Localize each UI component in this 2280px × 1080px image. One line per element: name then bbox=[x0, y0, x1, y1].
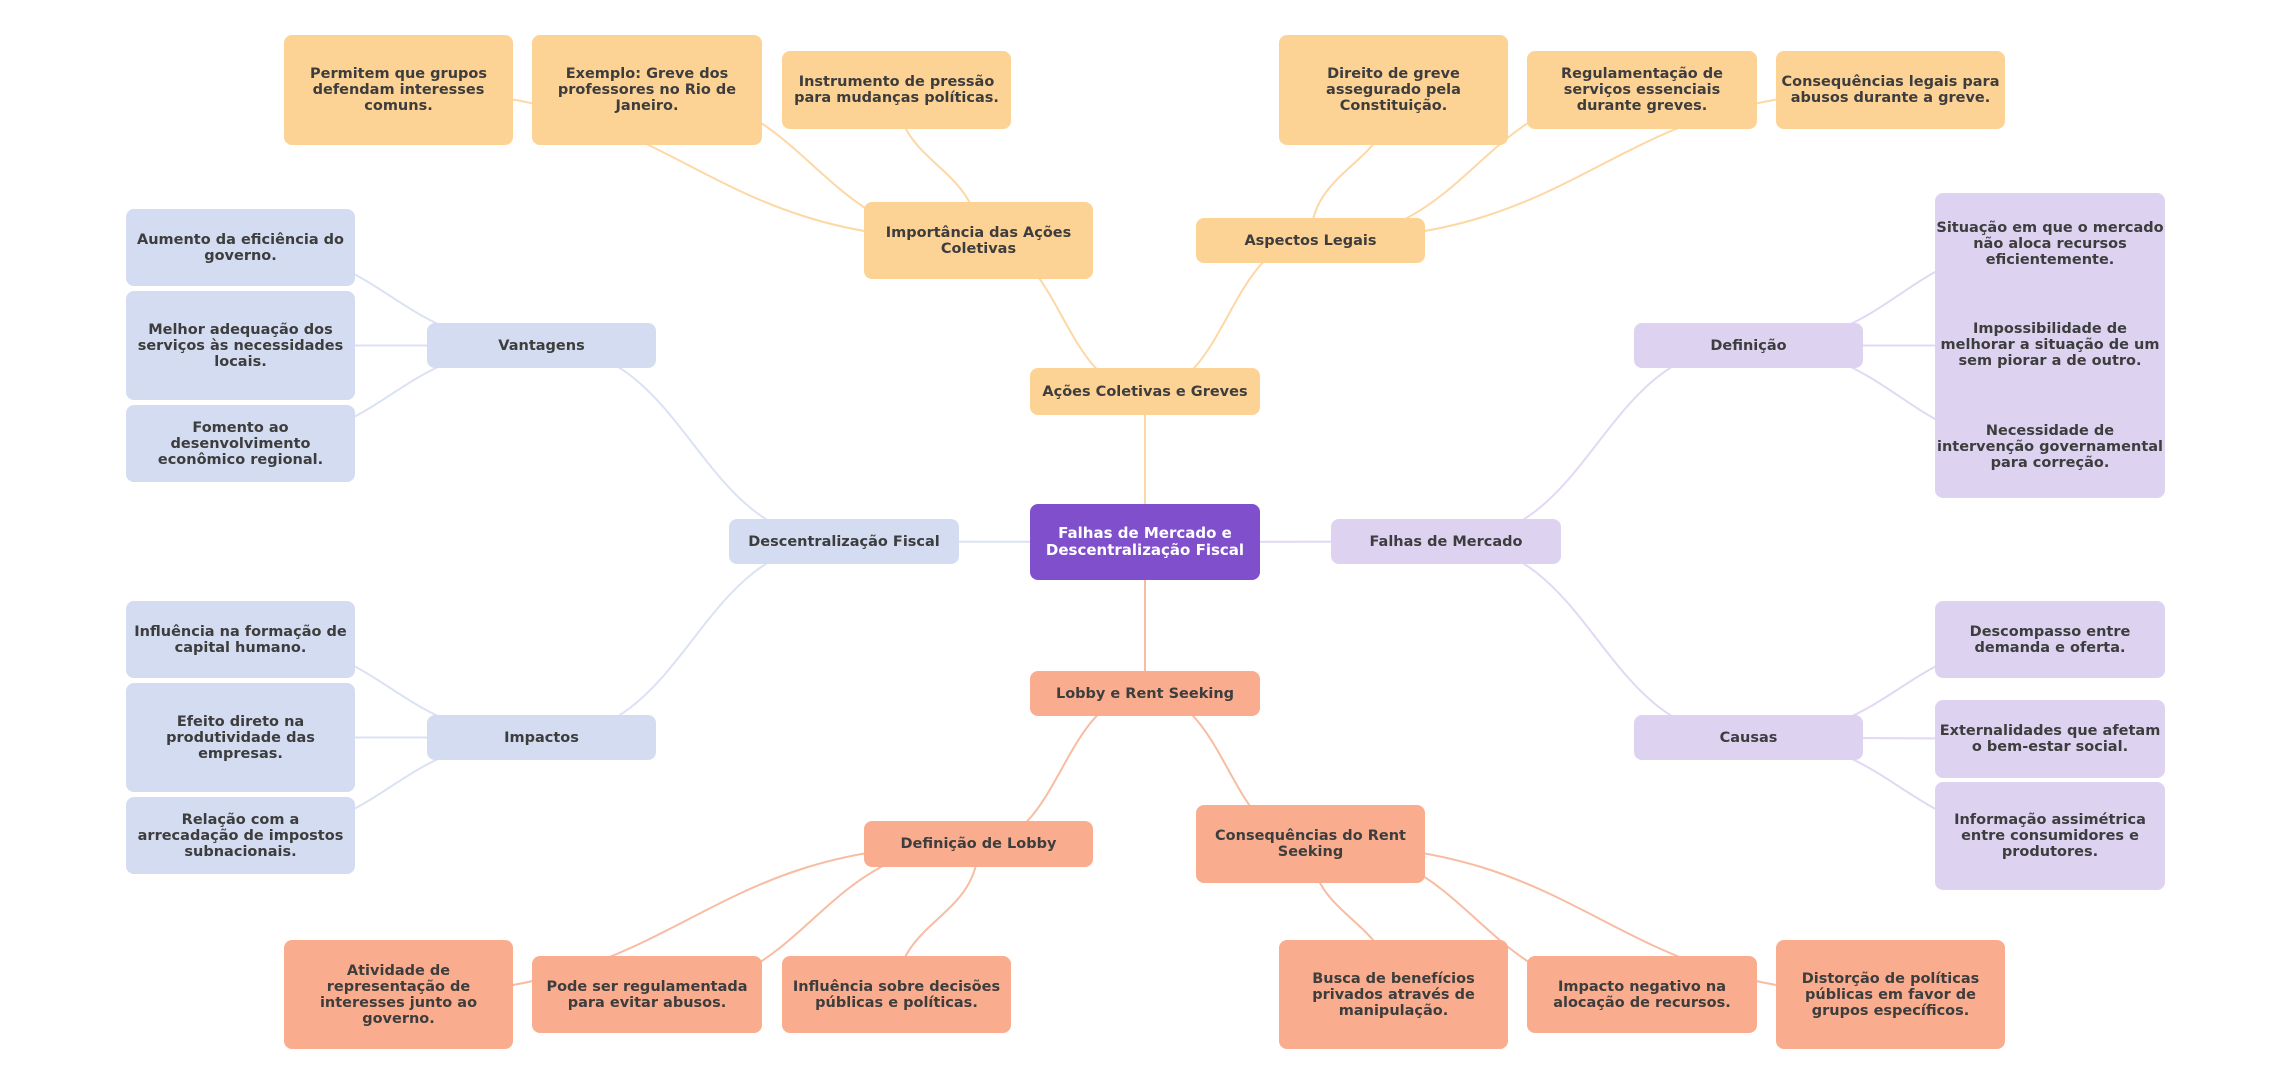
leaf-group-definicao: Situação em que o mercado não aloca recu… bbox=[1935, 193, 2165, 498]
leaf-node[interactable]: Busca de benefícios privados através de … bbox=[1279, 940, 1508, 1049]
branch-label: Lobby e Rent Seeking bbox=[1055, 685, 1235, 702]
leaf-node[interactable]: Influência sobre decisões públicas e pol… bbox=[782, 956, 1011, 1033]
leaf-node[interactable]: Exemplo: Greve dos professores no Rio de… bbox=[532, 35, 762, 145]
leaf-label: Pode ser regulamentada para evitar abuso… bbox=[546, 978, 748, 1011]
leaf-label: Externalidades que afetam o bem-estar so… bbox=[1939, 723, 2161, 755]
connector-edge bbox=[1445, 540, 1749, 739]
topic-consequencias-rent-seeking[interactable]: Consequências do Rent Seeking bbox=[1196, 805, 1425, 883]
branch-label: Falhas de Mercado bbox=[1369, 533, 1523, 550]
topic-impactos[interactable]: Impactos bbox=[427, 715, 656, 760]
leaf-node[interactable]: Pode ser regulamentada para evitar abuso… bbox=[532, 956, 762, 1033]
leaf-label: Regulamentação de serviços essenciais du… bbox=[1560, 66, 1724, 114]
leaf-label: Descompasso entre demanda e oferta. bbox=[1969, 623, 2131, 656]
connector-edge bbox=[1445, 344, 1749, 543]
leaf-node[interactable]: Fomento ao desenvolvimento econômico reg… bbox=[126, 405, 355, 482]
root-node[interactable]: Falhas de Mercado e Descentralização Fis… bbox=[1030, 504, 1260, 580]
leaf-label[interactable]: Impossibilidade de melhorar a situação d… bbox=[1940, 321, 2160, 370]
leaf-node[interactable]: Atividade de representação de interesses… bbox=[284, 940, 513, 1049]
branch-acoes-coletivas[interactable]: Ações Coletivas e Greves bbox=[1030, 368, 1260, 415]
topic-label: Vantagens bbox=[498, 337, 585, 354]
topic-label: Definição bbox=[1710, 337, 1787, 354]
topic-label: Impactos bbox=[504, 729, 579, 746]
topic-label: Aspectos Legais bbox=[1244, 232, 1377, 249]
branch-falhas-de-mercado[interactable]: Falhas de Mercado bbox=[1331, 519, 1561, 564]
topic-aspectos-legais[interactable]: Aspectos Legais bbox=[1196, 218, 1425, 263]
leaf-label: Direito de greve assegurado pela Constit… bbox=[1326, 66, 1461, 114]
leaf-node[interactable]: Descompasso entre demanda e oferta. bbox=[1935, 601, 2165, 678]
leaf-node[interactable]: Informação assimétrica entre consumidore… bbox=[1935, 782, 2165, 890]
topic-definicao-lobby[interactable]: Definição de Lobby bbox=[864, 821, 1093, 867]
leaf-label[interactable]: Situação em que o mercado não aloca recu… bbox=[1936, 219, 2164, 268]
leaf-label[interactable]: Necessidade de intervenção governamental… bbox=[1936, 423, 2164, 472]
leaf-label: Exemplo: Greve dos professores no Rio de… bbox=[557, 66, 737, 114]
leaf-label: Influência sobre decisões públicas e pol… bbox=[792, 978, 1001, 1011]
leaf-node[interactable]: Distorção de políticas públicas em favor… bbox=[1776, 940, 2005, 1049]
leaf-label: Busca de benefícios privados através de … bbox=[1312, 970, 1475, 1019]
leaf-node[interactable]: Influência na formação de capital humano… bbox=[126, 601, 355, 678]
leaf-label: Fomento ao desenvolvimento econômico reg… bbox=[157, 419, 324, 468]
leaf-node[interactable]: Relação com a arrecadação de impostos su… bbox=[126, 797, 355, 874]
leaf-node[interactable]: Externalidades que afetam o bem-estar so… bbox=[1935, 700, 2165, 778]
connector-edge bbox=[541, 540, 845, 739]
leaf-label: Melhor adequação dos serviços às necessi… bbox=[137, 321, 344, 370]
topic-label: Definição de Lobby bbox=[900, 836, 1057, 852]
leaf-label: Distorção de políticas públicas em favor… bbox=[1801, 970, 1980, 1019]
root-label: Falhas de Mercado e Descentralização Fis… bbox=[1045, 524, 1245, 559]
leaf-label: Instrumento de pressão para mudanças pol… bbox=[794, 74, 999, 106]
topic-label: Causas bbox=[1719, 729, 1778, 746]
topic-causas[interactable]: Causas bbox=[1634, 715, 1863, 760]
leaf-node[interactable]: Impacto negativo na alocação de recursos… bbox=[1527, 956, 1757, 1033]
connector-edge bbox=[541, 344, 845, 543]
leaf-label: Influência na formação de capital humano… bbox=[134, 623, 347, 656]
leaf-node[interactable]: Instrumento de pressão para mudanças pol… bbox=[782, 51, 1011, 129]
topic-label: Consequências do Rent Seeking bbox=[1215, 828, 1406, 860]
leaf-node[interactable]: Permitem que grupos defendam interesses … bbox=[284, 35, 513, 145]
leaf-node[interactable]: Efeito direto na produtividade das empre… bbox=[126, 683, 355, 792]
leaf-node[interactable]: Consequências legais para abusos durante… bbox=[1776, 51, 2005, 129]
leaf-label: Permitem que grupos defendam interesses … bbox=[309, 66, 488, 114]
branch-lobby-rent-seeking[interactable]: Lobby e Rent Seeking bbox=[1030, 671, 1260, 716]
leaf-node[interactable]: Direito de greve assegurado pela Constit… bbox=[1279, 35, 1508, 145]
branch-descentralizacao-fiscal[interactable]: Descentralização Fiscal bbox=[729, 519, 959, 564]
leaf-label: Atividade de representação de interesses… bbox=[319, 962, 478, 1027]
leaf-label: Relação com a arrecadação de impostos su… bbox=[137, 811, 344, 860]
topic-definicao[interactable]: Definição bbox=[1634, 323, 1863, 368]
leaf-node[interactable]: Melhor adequação dos serviços às necessi… bbox=[126, 291, 355, 400]
leaf-node[interactable]: Regulamentação de serviços essenciais du… bbox=[1527, 51, 1757, 129]
leaf-label: Informação assimétrica entre consumidore… bbox=[1954, 812, 2146, 860]
topic-importancia-acoes[interactable]: Importância das Ações Coletivas bbox=[864, 202, 1093, 279]
branch-label: Ações Coletivas e Greves bbox=[1042, 383, 1248, 400]
branch-label: Descentralização Fiscal bbox=[748, 533, 940, 550]
leaf-label: Consequências legais para abusos durante… bbox=[1781, 74, 2000, 106]
leaf-node[interactable]: Aumento da eficiência do governo. bbox=[126, 209, 355, 286]
topic-label: Importância das Ações Coletivas bbox=[885, 224, 1072, 257]
topic-vantagens[interactable]: Vantagens bbox=[427, 323, 656, 368]
leaf-label: Impacto negativo na alocação de recursos… bbox=[1553, 978, 1731, 1011]
leaf-label: Aumento da eficiência do governo. bbox=[136, 231, 344, 264]
leaf-label: Efeito direto na produtividade das empre… bbox=[166, 713, 315, 762]
